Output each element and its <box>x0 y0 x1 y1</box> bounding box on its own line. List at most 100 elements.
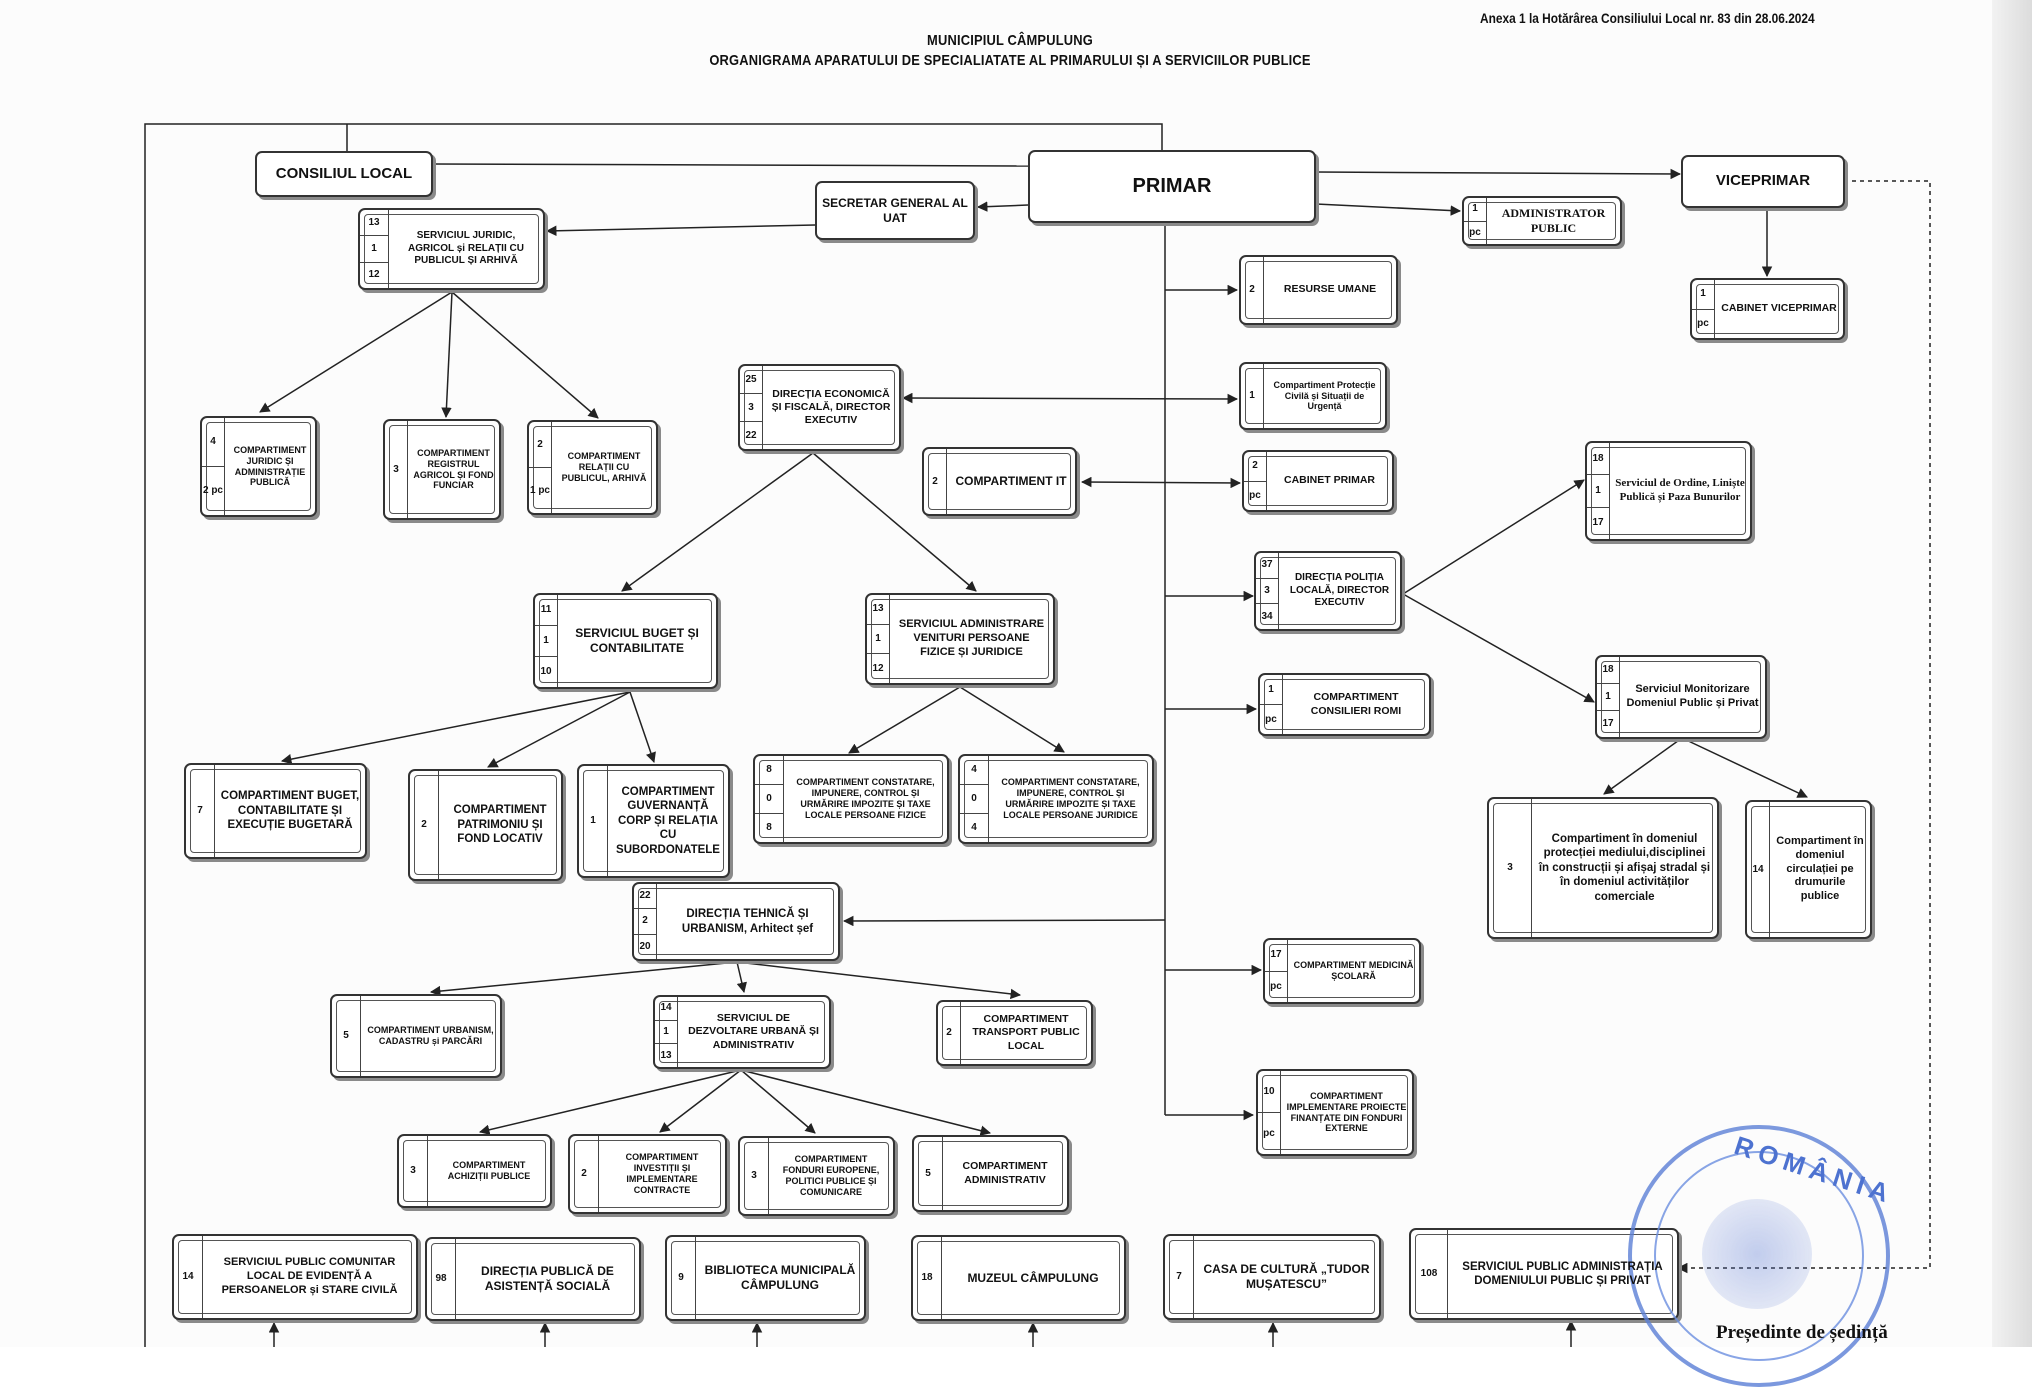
directia-asistenta-label: DIRECȚIA PUBLICĂ DE ASISTENȚĂ SOCIALĂ <box>481 1264 614 1293</box>
comp-fonduri-label: COMPARTIMENT FONDURI EUROPENE, POLITICI … <box>782 1154 880 1197</box>
casa-cultura-label: CASA DE CULTURĂ „TUDOR MUȘATESCU” <box>1203 1262 1370 1291</box>
comp-circulatie-staff: 14 <box>1747 802 1770 937</box>
comp-fonduri-box: 3 COMPARTIMENT FONDURI EUROPENE, POLITIC… <box>738 1136 895 1216</box>
cabinet-viceprimar-label: CABINET VICEPRIMAR <box>1721 302 1837 315</box>
comp-investitii-label: COMPARTIMENT INVESTIȚII ȘI IMPLEMENTARE … <box>625 1152 699 1195</box>
muzeu-label: MUZEUL CÂMPULUNG <box>967 1270 1099 1285</box>
protectie-civila-box: 1 Compartiment Protecție Civilă și Situa… <box>1239 362 1387 430</box>
serviciul-venituri-label: SERVICIUL ADMINISTRARE VENITURI PERSOANE… <box>898 618 1045 658</box>
muzeu-staff: 18 <box>913 1237 942 1319</box>
politia-locala-label: DIRECȚIA POLIȚIA LOCALĂ, DIRECTOR EXECUT… <box>1289 572 1390 609</box>
comp-achizitii-staff: 3 <box>399 1136 428 1206</box>
comp-it-label: COMPARTIMENT IT <box>955 474 1067 488</box>
casa-cultura-staff: 7 <box>1165 1236 1194 1318</box>
comp-transport-staff: 2 <box>938 1002 961 1064</box>
comp-fonduri-staff: 3 <box>740 1138 769 1214</box>
comp-circulatie-box: 14 Compartiment în domeniul circulației … <box>1745 800 1872 939</box>
comp-guvernanta-label: COMPARTIMENT GUVERNANȚĂ CORP ȘI RELAȚIA … <box>616 786 720 856</box>
comp-investitii-box: 2 COMPARTIMENT INVESTIȚII ȘI IMPLEMENTAR… <box>568 1134 727 1214</box>
comp-it-box: 2 COMPARTIMENT IT <box>922 447 1077 516</box>
cabinet-primar-label: CABINET PRIMAR <box>1284 474 1375 487</box>
comp-administrativ-label: COMPARTIMENT ADMINISTRATIV <box>962 1160 1048 1186</box>
municipality-title: MUNICIPIUL CÂMPULUNG <box>927 32 1093 49</box>
comp-buget-staff: 7 <box>186 765 215 857</box>
viceprimar-box: VICEPRIMAR <box>1681 155 1845 208</box>
comp-administrativ-box: 5 COMPARTIMENT ADMINISTRATIV <box>912 1135 1069 1212</box>
comp-circulatie-label: Compartiment în domeniul circulației pe … <box>1776 835 1864 903</box>
medicina-scolara-label: COMPARTIMENT MEDICINĂ ȘCOLARĂ <box>1293 960 1414 981</box>
comp-relatii-label: COMPARTIMENT RELAȚII CU PUBLICUL, ARHIVĂ <box>561 451 647 483</box>
comp-guvernanta-box: 1 COMPARTIMENT GUVERNANȚĂ CORP ȘI RELAȚI… <box>577 764 730 878</box>
primar-box: PRIMAR <box>1028 150 1316 223</box>
comp-buget-label: COMPARTIMENT BUGET, CONTABILITATE ȘI EXE… <box>220 790 360 832</box>
muzeu-box: 18 MUZEUL CÂMPULUNG <box>911 1235 1126 1321</box>
comp-mediu-box: 3 Compartiment în domeniul protecției me… <box>1487 797 1719 939</box>
comp-mediu-staff: 3 <box>1489 799 1532 937</box>
consiliul-local-box: CONSILIUL LOCAL <box>255 151 433 197</box>
comp-buget-box: 7 COMPARTIMENT BUGET, CONTABILITATE ȘI E… <box>184 763 367 859</box>
consiliul-local-label: CONSILIUL LOCAL <box>275 164 413 182</box>
document-page: Anexa 1 la Hotărârea Consiliului Local n… <box>144 0 2032 1387</box>
directia-economica-label: DIRECȚIA ECONOMICĂ ȘI FISCALĂ, DIRECTOR … <box>771 387 891 427</box>
directia-tehnica-label: DIRECȚIA TEHNICĂ ȘI URBANISM, Arhitect ș… <box>681 908 814 935</box>
comp-registrul-staff: 3 <box>385 421 408 518</box>
comp-guvernanta-staff: 1 <box>579 766 608 876</box>
resurse-umane-staff: 2 <box>1241 257 1264 323</box>
comp-urbanism-box: 5 COMPARTIMENT URBANISM, CADASTRU și PAR… <box>330 994 502 1078</box>
administrator-label: ADMINISTRATOR PUBLIC <box>1501 206 1606 235</box>
resurse-umane-box: 2 RESURSE UMANE <box>1239 255 1398 325</box>
secretar-label: SECRETAR GENERAL AL UAT <box>822 195 968 225</box>
comp-achizitii-box: 3 COMPARTIMENT ACHIZIȚII PUBLICE <box>397 1134 552 1208</box>
directia-asistenta-staff: 98 <box>427 1239 456 1319</box>
comp-urbanism-staff: 5 <box>332 996 361 1076</box>
spclep-box: 14 SERVICIUL PUBLIC COMUNITAR LOCAL DE E… <box>172 1234 418 1320</box>
spclep-label: SERVICIUL PUBLIC COMUNITAR LOCAL DE EVID… <box>221 1256 398 1296</box>
comp-juridic-label: COMPARTIMENT JURIDIC ȘI ADMINISTRAȚIE PU… <box>233 444 307 488</box>
biblioteca-box: 9 BIBLIOTECA MUNICIPALĂ CÂMPULUNG <box>665 1235 866 1321</box>
serviciul-ordine-label: Serviciul de Ordine, Liniște Publică și … <box>1615 477 1745 503</box>
comp-patrimoniu-box: 2 COMPARTIMENT PATRIMONIU ȘI FOND LOCATI… <box>408 769 563 881</box>
comp-patrimoniu-staff: 2 <box>410 771 439 879</box>
comp-transport-label: COMPARTIMENT TRANSPORT PUBLIC LOCAL <box>972 1013 1080 1052</box>
coat-of-arms-icon <box>1702 1199 1812 1309</box>
protectie-civila-label: Compartiment Protecție Civilă și Situați… <box>1273 379 1376 412</box>
comp-urbanism-label: COMPARTIMENT URBANISM, CADASTRU și PARCĂ… <box>367 1025 494 1046</box>
annex-reference: Anexa 1 la Hotărârea Consiliului Local n… <box>1480 10 1815 26</box>
serviciul-dezvoltare-label: SERVICIUL DE DEZVOLTARE URBANĂ ȘI ADMINI… <box>688 1012 819 1051</box>
serviciul-monitorizare-label: Serviciul Monitorizare Domeniul Public ș… <box>1626 683 1759 709</box>
comp-proiecte-label: COMPARTIMENT IMPLEMENTARE PROIECTE FINAN… <box>1286 1090 1407 1134</box>
serviciul-juridic-label: SERVICIUL JURIDIC, AGRICOL și RELAȚII CU… <box>408 230 524 267</box>
comp-mediu-label: Compartiment în domeniul protecției medi… <box>1538 833 1711 903</box>
comp-registrul-label: COMPARTIMENT REGISTRUL AGRICOL ȘI FOND F… <box>413 447 494 491</box>
consilieri-romi-label: COMPARTIMENT CONSILIERI ROMI <box>1310 691 1402 717</box>
primar-label: PRIMAR <box>1132 175 1212 197</box>
comp-administrativ-staff: 5 <box>914 1137 943 1210</box>
